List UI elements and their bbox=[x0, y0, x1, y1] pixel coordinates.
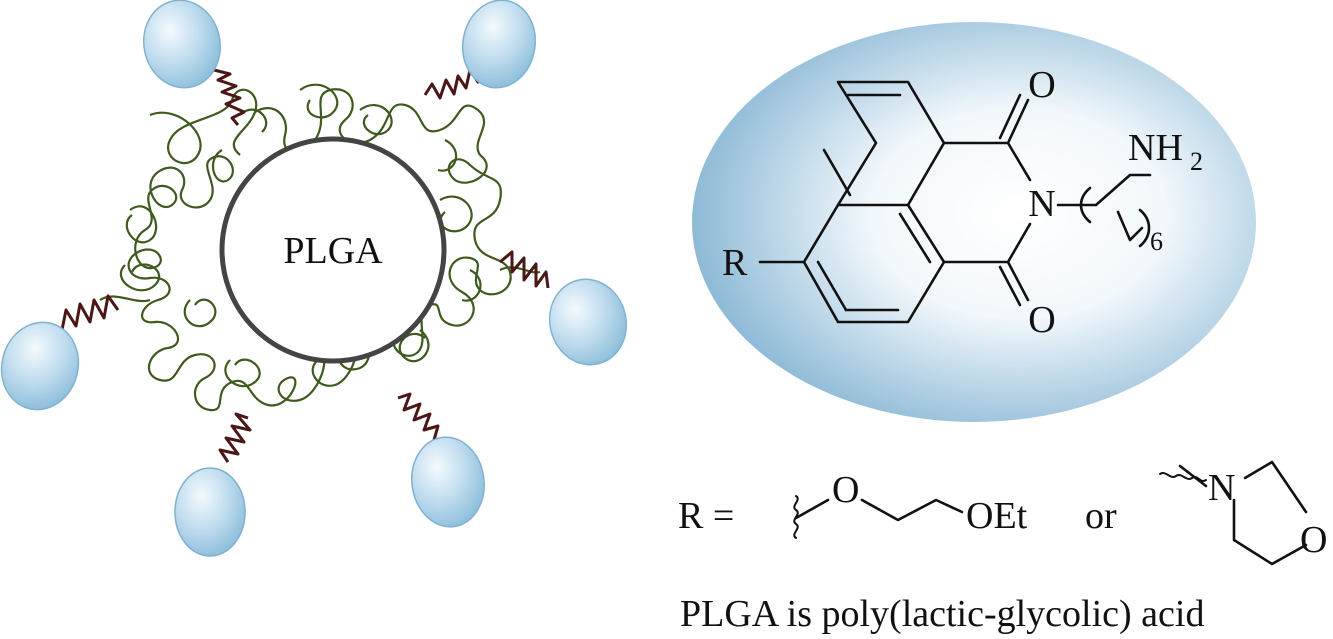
ligand-bead bbox=[548, 278, 628, 366]
r-equals-label: R = bbox=[678, 495, 734, 537]
substituent-definitions: R = O OEt or N O bbox=[678, 460, 1327, 566]
linker-spring bbox=[218, 412, 252, 463]
carbonyl-bond bbox=[998, 265, 1022, 307]
bracket-right bbox=[1138, 208, 1151, 248]
molecule-panel: O O N NH 2 6 R bbox=[692, 22, 1256, 422]
amine-label: NH bbox=[1128, 127, 1183, 169]
ligand-bead bbox=[0, 321, 80, 411]
ether-bond bbox=[794, 498, 830, 520]
ligand-bead bbox=[174, 467, 246, 557]
repeat-subscript: 6 bbox=[1150, 227, 1163, 256]
linker-spring bbox=[60, 294, 120, 331]
nanoparticle: PLGA bbox=[0, 0, 628, 557]
ether-terminal-label: OEt bbox=[966, 495, 1028, 537]
linker-spring bbox=[397, 392, 440, 441]
oxygen-top-label: O bbox=[1028, 64, 1055, 106]
or-label: or bbox=[1085, 495, 1117, 537]
r-group-label: R bbox=[722, 242, 748, 284]
double-bond bbox=[822, 148, 852, 197]
carbonyl-bond bbox=[998, 93, 1022, 140]
linker-spring bbox=[499, 250, 550, 289]
double-bond bbox=[816, 260, 848, 312]
ligand-beads bbox=[0, 0, 628, 557]
nitrogen-label: N bbox=[1028, 183, 1055, 225]
double-bond bbox=[898, 212, 932, 264]
naphthalimide-structure bbox=[758, 80, 1152, 324]
plga-core bbox=[219, 136, 447, 364]
linkers bbox=[60, 65, 550, 463]
ligand-bead bbox=[142, 0, 222, 89]
carbonyl-bond bbox=[1006, 260, 1030, 302]
oxygen-bottom-label: O bbox=[1028, 299, 1055, 341]
ether-oxygen-label: O bbox=[832, 469, 859, 511]
ring-bond bbox=[802, 203, 946, 324]
morpholine-ring bbox=[1232, 460, 1308, 566]
molecule-backdrop bbox=[692, 22, 1256, 422]
alkyl-chain bbox=[1116, 210, 1144, 242]
bracket-left bbox=[1079, 186, 1092, 224]
caption: PLGA is poly(lactic-glycolic) acid bbox=[680, 593, 1204, 635]
alkyl-chain bbox=[1094, 173, 1152, 207]
ligand-bead bbox=[411, 436, 485, 528]
morpholine-oxygen-label: O bbox=[1300, 519, 1327, 561]
polymer-chain bbox=[99, 83, 541, 388]
amine-subscript: 2 bbox=[1190, 147, 1203, 176]
polymer-corona bbox=[99, 83, 541, 412]
carbonyl-bond bbox=[1006, 98, 1030, 145]
morpholine-bond bbox=[1178, 464, 1208, 488]
ligand-bead bbox=[461, 0, 537, 89]
ether-bond bbox=[860, 498, 964, 522]
morpholine-nitrogen-label: N bbox=[1208, 467, 1235, 509]
plga-core-label: PLGA bbox=[283, 230, 383, 272]
linker-spring bbox=[213, 68, 246, 126]
